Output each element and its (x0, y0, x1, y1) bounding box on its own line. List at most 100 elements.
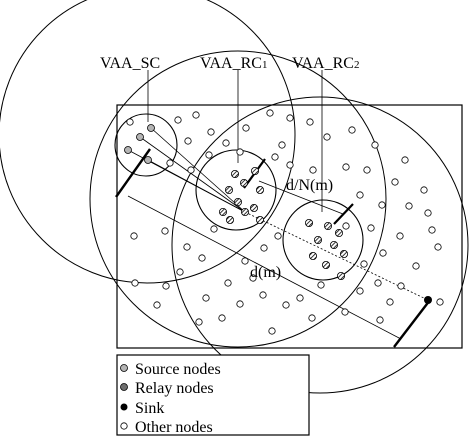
other-node-37 (374, 279, 382, 287)
other-node-52 (162, 282, 170, 290)
relay-node-18 (308, 251, 317, 260)
other-node-46 (236, 300, 244, 308)
label-vaa-sc: VAA_SC (100, 55, 160, 72)
other-node-16 (205, 151, 213, 159)
coverage-circle-sc (0, 0, 296, 284)
other-node-49 (202, 294, 210, 302)
other-node-21 (342, 163, 350, 171)
other-node-14 (371, 141, 379, 149)
coverage-circle-rc1 (89, 50, 387, 348)
other-node-45 (249, 274, 257, 282)
legend-marker-sink (120, 403, 128, 411)
other-node-57 (210, 225, 218, 233)
relay-node-6 (233, 197, 242, 206)
legend-marker-relay (120, 383, 128, 391)
relay-node-20 (336, 271, 345, 280)
source-node-3 (124, 146, 132, 154)
other-node-19 (166, 159, 174, 167)
cluster-sc (114, 113, 178, 177)
other-node-30 (428, 226, 436, 234)
other-node-3 (192, 111, 200, 119)
relay-node-9 (240, 207, 249, 216)
other-node-54 (153, 301, 161, 309)
source-nodes (124, 124, 155, 164)
other-node-33 (434, 243, 442, 251)
relay-node-8 (218, 207, 227, 216)
other-node-65 (317, 281, 325, 289)
relay-node-14 (334, 228, 343, 237)
other-node-10 (207, 128, 215, 136)
other-node-38 (356, 287, 364, 295)
relay-node-17 (339, 249, 348, 258)
other-node-31 (396, 232, 404, 240)
other-node-41 (308, 314, 316, 322)
other-node-42 (282, 301, 290, 309)
relay-node-13 (323, 221, 332, 230)
other-node-34 (412, 262, 420, 270)
other-node-62 (342, 222, 350, 230)
other-node-47 (218, 314, 226, 322)
other-node-26 (420, 186, 428, 194)
other-node-25 (391, 178, 399, 186)
relay-node-7 (249, 203, 258, 212)
other-node-56 (198, 254, 206, 262)
other-node-8 (348, 126, 356, 134)
other-node-60 (274, 232, 282, 240)
dimension-d (115, 148, 431, 348)
other-node-17 (271, 153, 279, 161)
source-node-1 (136, 133, 144, 141)
legend-label-other: Other nodes (135, 419, 213, 436)
other-node-51 (176, 268, 184, 276)
other-node-28 (378, 201, 386, 209)
other-node-2 (174, 116, 182, 124)
relay-node-11 (255, 215, 264, 224)
other-node-4 (266, 109, 274, 117)
other-node-44 (259, 291, 267, 299)
other-node-1 (126, 118, 134, 126)
other-node-29 (405, 202, 413, 210)
cluster-rc2 (282, 199, 364, 281)
relay-node-4 (224, 185, 233, 194)
other-node-59 (130, 232, 138, 240)
legend-label-sink: Sink (135, 400, 164, 417)
coverage-circle-rc2 (171, 96, 469, 394)
source-node-4 (144, 156, 152, 164)
other-node-55 (183, 243, 191, 251)
relay-node-19 (321, 260, 330, 269)
relay-node-12 (304, 218, 313, 227)
other-node-39 (341, 308, 349, 316)
other-node-7 (242, 124, 250, 132)
other-node-24 (286, 161, 294, 169)
label-vaa-rc2: VAA_RC2 (292, 55, 359, 72)
relay-node-15 (313, 235, 322, 244)
other-node-6 (306, 118, 314, 126)
other-node-68 (386, 298, 394, 306)
other-node-18 (401, 156, 409, 164)
cluster-circles (114, 113, 364, 281)
legend: Source nodes Relay nodes Sink Other node… (116, 354, 310, 436)
other-node-53 (131, 279, 139, 287)
deployment-area (116, 104, 463, 349)
relay-node-2 (250, 166, 259, 175)
other-node-58 (161, 227, 169, 235)
label-d: d(m) (250, 264, 281, 281)
other-node-9 (323, 133, 331, 141)
relay-nodes (218, 166, 348, 280)
relay-node-5 (255, 185, 264, 194)
other-node-43 (296, 294, 304, 302)
other-node-67 (424, 209, 432, 217)
other-node-15 (236, 148, 244, 156)
other-node-64 (241, 257, 249, 265)
coverage-circles (0, 0, 469, 394)
other-node-50 (224, 279, 232, 287)
other-node-48 (195, 318, 203, 326)
other-node-40 (376, 316, 384, 324)
legend-marker-other (120, 422, 128, 430)
relay-node-1 (230, 169, 239, 178)
relay-node-10 (225, 215, 234, 224)
other-node-61 (360, 260, 368, 268)
other-node-32 (379, 249, 387, 257)
other-node-36 (436, 298, 444, 306)
relay-node-3 (239, 178, 248, 187)
